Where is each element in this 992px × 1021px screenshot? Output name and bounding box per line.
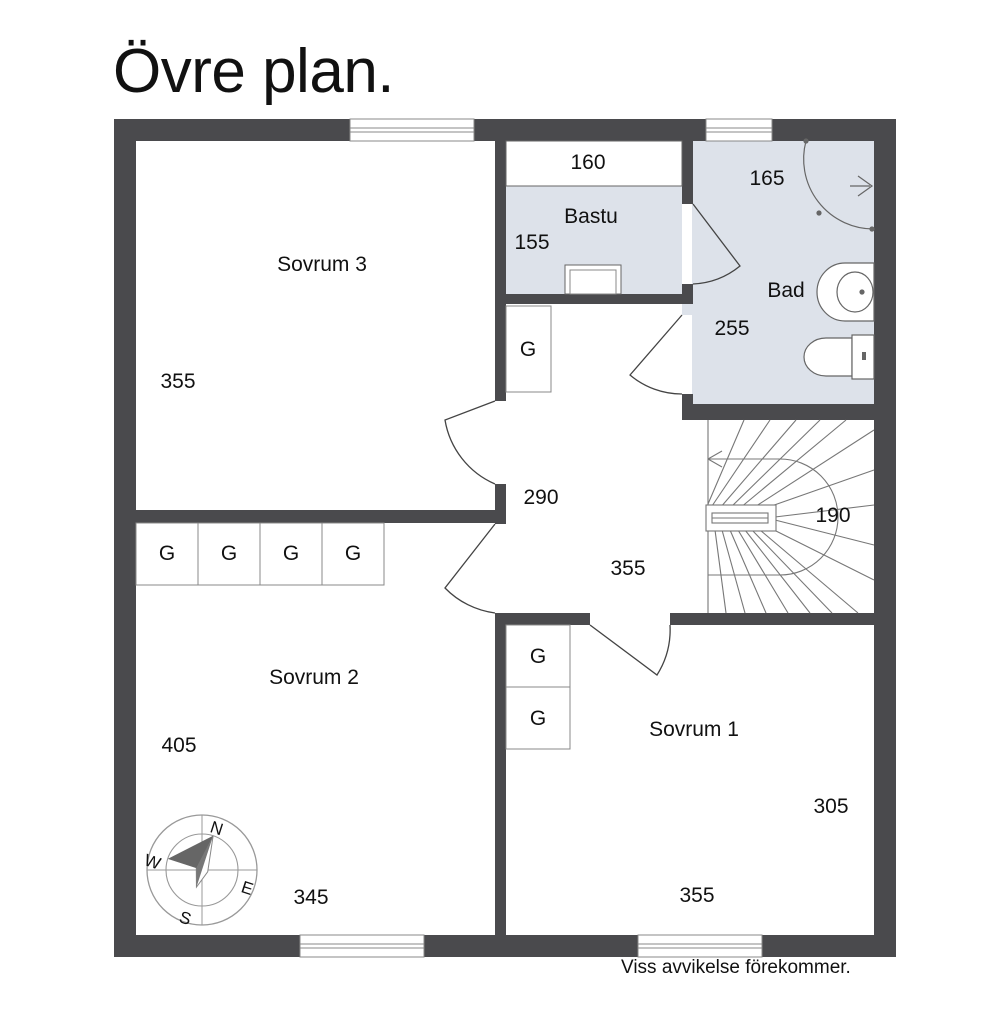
sovrum2-name: Sovrum 2 (269, 666, 359, 689)
bad-door (629, 314, 683, 395)
room-labels: Sovrum 3 355 Sovrum 2 405 345 Sovrum 1 3… (160, 151, 850, 909)
sovrum1-dim-a: 305 (813, 795, 848, 818)
wardrobe-sovrum2-3 (259, 522, 323, 586)
sovrum2-dim-a: 405 (161, 734, 196, 757)
hall-dim-a: 290 (523, 486, 558, 509)
hall-dim-b: 355 (610, 557, 645, 580)
wardrobes: G G G G G G G (135, 305, 571, 750)
compass-s: S (177, 907, 194, 929)
wardrobe-sovrum2-4 (321, 522, 385, 586)
bad-name: Bad (767, 279, 804, 302)
compass-icon: N E S W (142, 814, 258, 929)
compass-w: W (142, 850, 163, 873)
wardrobe-label: G (345, 542, 361, 565)
interior-walls (114, 119, 896, 957)
windows (299, 118, 773, 958)
sovrum1-dim-b: 355 (679, 884, 714, 907)
wardrobe-sovrum2-2 (197, 522, 261, 586)
sovrum3-name: Sovrum 3 (277, 253, 367, 276)
disclaimer-note: Viss avvikelse förekommer. (621, 957, 851, 978)
bastu-bench (505, 140, 683, 295)
sovrum1-name: Sovrum 1 (649, 718, 739, 741)
bad-dim-b: 255 (714, 317, 749, 340)
wardrobe-label: G (520, 338, 536, 361)
bastu-dim-b: 155 (514, 231, 549, 254)
compass-n: N (208, 817, 226, 839)
bastu-name: Bastu (564, 205, 618, 228)
sovrum3-door (444, 400, 496, 485)
wardrobe-sovrum1-2 (505, 686, 571, 750)
sovrum1-door (589, 624, 671, 676)
bad-dim-a: 165 (749, 167, 784, 190)
compass-e: E (239, 877, 256, 899)
wardrobe-label: G (530, 645, 546, 668)
stairs-dim: 190 (815, 504, 850, 527)
bastu-door (692, 203, 741, 285)
wardrobe-label: G (221, 542, 237, 565)
wardrobe-label: G (283, 542, 299, 565)
toilet (803, 334, 875, 380)
sovrum2-dim-b: 345 (293, 886, 328, 909)
sovrum3-dim: 355 (160, 370, 195, 393)
doors (444, 203, 741, 676)
bastu-dim-a: 160 (570, 151, 605, 174)
sovrum2-door (444, 523, 496, 614)
staircase[interactable] (705, 419, 875, 614)
shower (803, 138, 875, 232)
wardrobe-label: G (159, 542, 175, 565)
wardrobe-label: G (530, 707, 546, 730)
sink (816, 262, 875, 322)
wardrobe-hall (505, 305, 552, 393)
page-title: Övre plan. (113, 37, 395, 106)
